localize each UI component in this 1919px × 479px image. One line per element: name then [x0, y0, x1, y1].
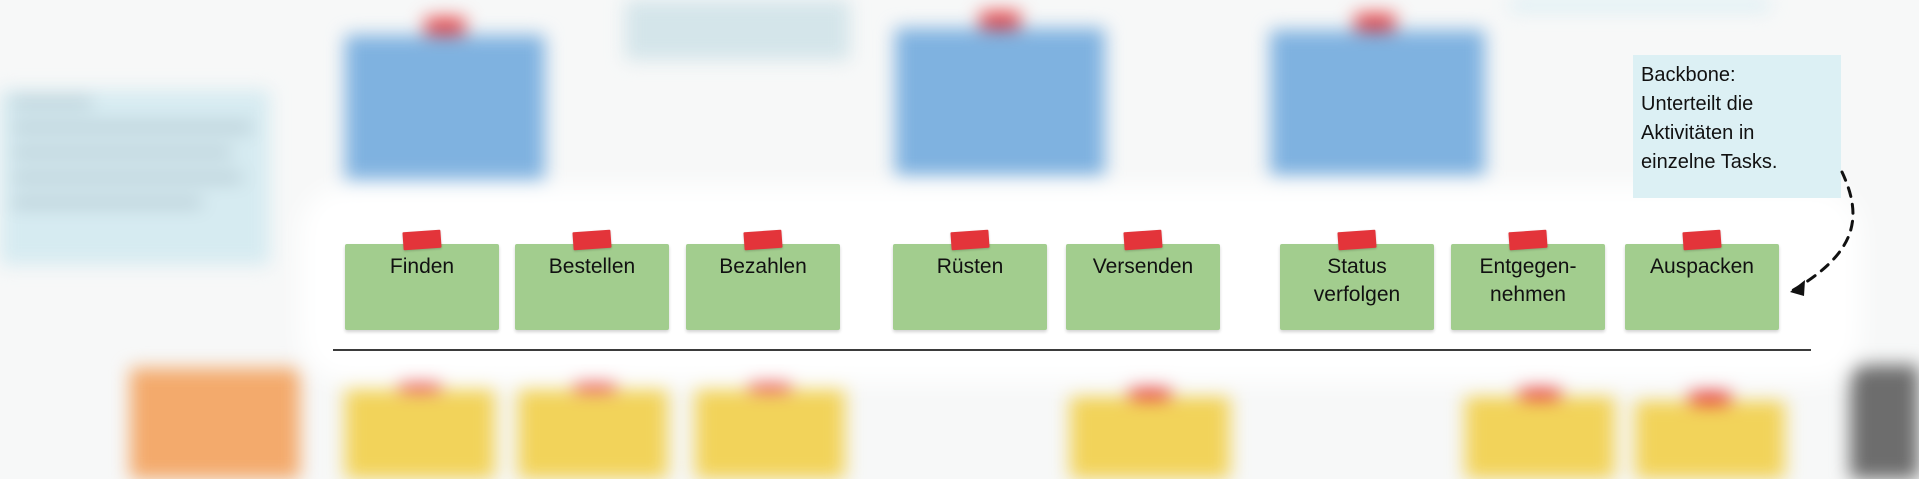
blurred-top-note [625, 0, 850, 60]
blurred-top-right-note [1510, 0, 1770, 10]
task-label: Rüsten [936, 255, 1004, 278]
blurred-activity-sticky [345, 35, 545, 185]
task-label: Entgegen- nehmen [1479, 255, 1577, 306]
pin-tape [402, 229, 442, 251]
blurred-text-line [12, 100, 92, 105]
blurred-pin [400, 375, 440, 391]
annotation-text: Backbone: Unterteilt die Aktivitäten in … [1641, 64, 1778, 173]
blurred-story-sticky [518, 385, 668, 479]
blurred-text-line [12, 175, 242, 180]
blurred-pin [575, 375, 615, 391]
task-sticky-bestellen[interactable]: Bestellen [515, 229, 669, 330]
pin-tape [1337, 229, 1377, 251]
blurred-text-line [12, 200, 202, 205]
blurred-pin [980, 12, 1020, 28]
task-label: Status verfolgen [1313, 255, 1401, 306]
task-sticky-status-verfolgen[interactable]: Status verfolgen [1280, 229, 1434, 330]
pin-tape [572, 229, 612, 251]
blurred-right-edge-element [1850, 365, 1919, 479]
blurred-text-line [12, 150, 232, 155]
blurred-story-sticky [1070, 395, 1230, 479]
task-sticky-finden[interactable]: Finden [345, 229, 499, 330]
task-sticky-entgegennehmen[interactable]: Entgegen- nehmen [1451, 229, 1605, 330]
task-sticky-versenden[interactable]: Versenden [1066, 229, 1220, 330]
pin-tape [1123, 229, 1163, 251]
blurred-pin [750, 375, 790, 391]
task-label: Bezahlen [719, 255, 807, 278]
pin-tape [950, 229, 990, 251]
blurred-activity-sticky [895, 28, 1105, 178]
blurred-user-sticky [130, 368, 300, 479]
blurred-story-sticky [695, 385, 845, 479]
blurred-story-sticky [1465, 395, 1615, 479]
task-sticky-ruesten[interactable]: Rüsten [893, 229, 1047, 330]
blurred-story-sticky [1635, 400, 1785, 479]
dashed-arrow-icon [1788, 170, 1855, 296]
pin-tape [743, 229, 783, 251]
pin-tape [1682, 229, 1722, 251]
task-sticky-bezahlen[interactable]: Bezahlen [686, 229, 840, 330]
task-sticky-auspacken[interactable]: Auspacken [1625, 229, 1779, 330]
task-label: Finden [389, 255, 455, 278]
blurred-pin [1355, 14, 1395, 30]
blurred-text-line [12, 125, 252, 130]
blurred-pin [1690, 388, 1730, 404]
blurred-pin [1520, 383, 1560, 399]
blurred-story-sticky [345, 385, 495, 479]
backbone-divider-line [333, 349, 1811, 351]
task-label: Auspacken [1650, 255, 1754, 278]
backbone-annotation-note: Backbone: Unterteilt die Aktivitäten in … [1633, 55, 1841, 198]
blurred-description-note [0, 90, 270, 265]
task-label: Versenden [1092, 255, 1194, 278]
blurred-activity-sticky [1270, 30, 1485, 178]
pin-tape [1508, 229, 1548, 251]
blurred-pin [1130, 383, 1170, 399]
blurred-pin [425, 18, 465, 34]
task-label: Bestellen [548, 255, 636, 278]
